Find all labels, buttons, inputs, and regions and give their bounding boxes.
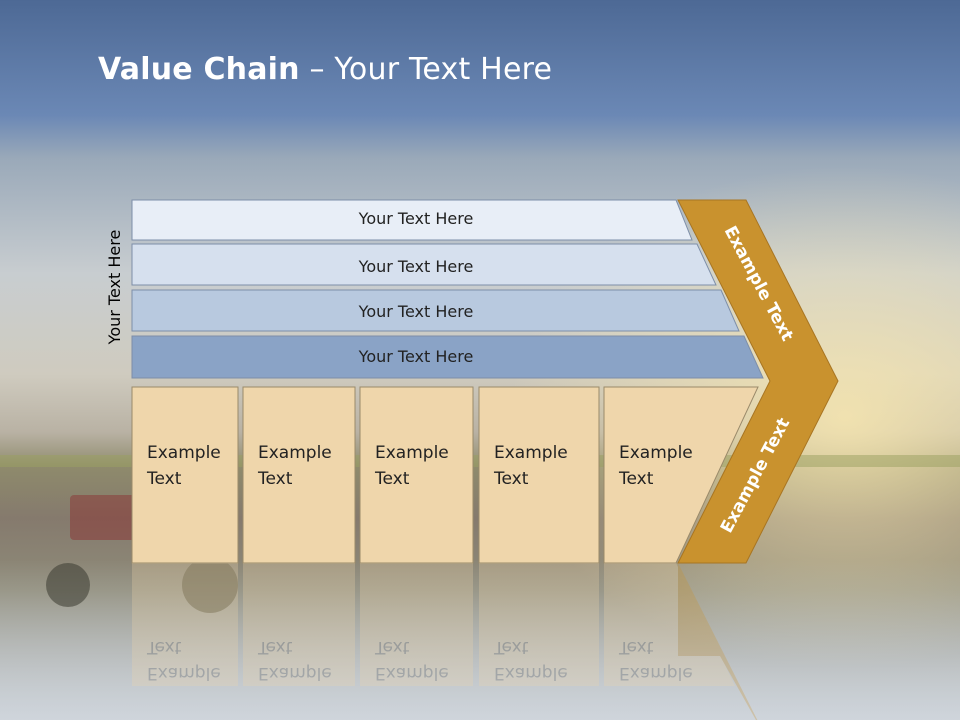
row-band-3 <box>131 289 740 332</box>
reflection-box-3 <box>360 563 473 686</box>
row-band-4 <box>131 335 764 379</box>
stage-box-2-line1: Example <box>258 443 332 463</box>
stage-box-1-line1: Example <box>147 443 221 463</box>
stage-box-4-line2: Text <box>493 469 529 489</box>
reflection-box-2-line2: Text <box>257 637 293 657</box>
reflection-box-3-line2: Text <box>374 637 410 657</box>
stage-box-2 <box>242 386 356 564</box>
row-label-4: Your Text Here <box>358 347 474 366</box>
stage-box-1 <box>131 386 239 564</box>
chevron-arrow <box>677 199 839 564</box>
reflection-box-4-line1: Example <box>494 663 568 683</box>
reflection-box-3-line1: Example <box>375 663 449 683</box>
reflection-box-1-line2: Text <box>146 637 182 657</box>
stage-box-5-line1: Example <box>619 443 693 463</box>
reflection-box-5 <box>604 563 735 686</box>
reflection-box-4 <box>479 563 599 686</box>
reflection-chevron <box>678 563 758 720</box>
row-band-2 <box>131 243 717 286</box>
reflection-box-4-line2: Text <box>493 637 529 657</box>
row-label-1: Your Text Here <box>358 209 474 228</box>
reflection-box-5-line2: Text <box>618 637 654 657</box>
stage-box-2-line2: Text <box>257 469 293 489</box>
row-label-3: Your Text Here <box>358 302 474 321</box>
reflection-box-1-line1: Example <box>147 663 221 683</box>
reflection-box-5-line1: Example <box>619 663 693 683</box>
row-band-1 <box>131 199 693 241</box>
reflection-box-1 <box>132 563 238 686</box>
stage-box-3-line1: Example <box>375 443 449 463</box>
stage-box-5 <box>603 386 759 564</box>
tractor-silhouette <box>46 495 238 613</box>
slide-title: Value Chain – Your Text Here <box>98 52 552 87</box>
stage-box-4 <box>478 386 600 564</box>
title-bold: Value Chain <box>98 52 300 87</box>
stage-box-4-line1: Example <box>494 443 568 463</box>
title-rest: – Your Text Here <box>299 52 553 87</box>
stage-box-3-line2: Text <box>374 469 410 489</box>
stage-box-5-line2: Text <box>618 469 654 489</box>
stage-box-1-line2: Text <box>146 469 182 489</box>
row-label-2: Your Text Here <box>358 257 474 276</box>
reflection-box-2 <box>243 563 355 686</box>
reflection-box-2-line1: Example <box>258 663 332 683</box>
stage-box-3 <box>359 386 474 564</box>
